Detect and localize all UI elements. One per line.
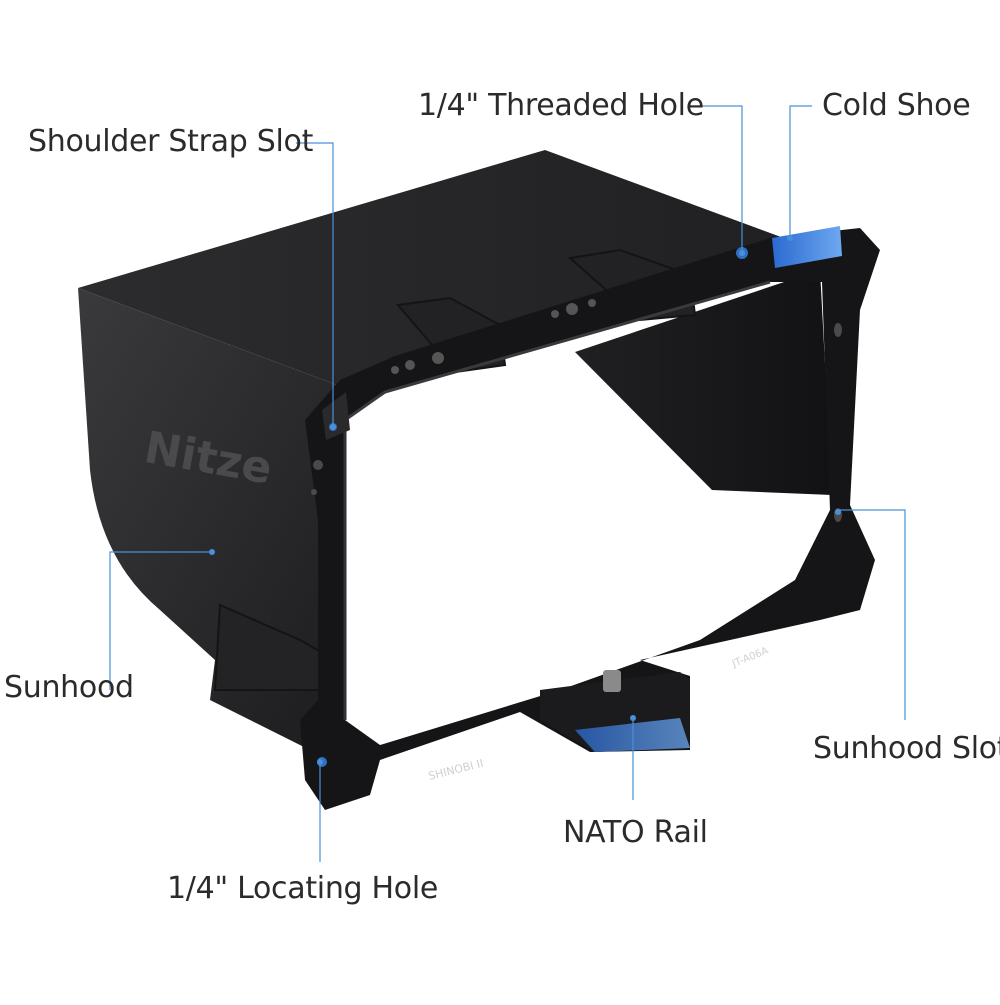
leader-sunhood [109, 551, 212, 690]
sunhood-top-panel [78, 150, 830, 388]
label-threaded-hole: 1/4" Threaded Hole [418, 88, 704, 123]
nato-screw [603, 670, 621, 692]
sunhood-right-panel [575, 270, 832, 495]
model-engraving-left: SHINOBI II [427, 757, 485, 783]
leader-lines [109, 105, 906, 862]
model-engraving-right: JT-A06A [730, 645, 770, 670]
leader-threaded-hole [690, 105, 743, 250]
label-nato-rail: NATO Rail [563, 815, 708, 850]
label-sunhood: Sunhood [4, 670, 134, 705]
top-rail-holes [391, 299, 596, 374]
leader-anchor-dots [209, 235, 841, 765]
label-cold-shoe: Cold Shoe [822, 88, 971, 123]
label-shoulder-strap-slot: Shoulder Strap Slot [28, 124, 314, 159]
leader-cold-shoe [789, 105, 812, 235]
label-sunhood-slot: Sunhood Slot [813, 731, 1000, 766]
leader-shoulder-strap-slot [296, 142, 334, 425]
label-locating-hole: 1/4" Locating Hole [167, 871, 439, 906]
shoulder-strap-slot [322, 392, 350, 440]
leader-sunhood-slot [840, 509, 906, 720]
